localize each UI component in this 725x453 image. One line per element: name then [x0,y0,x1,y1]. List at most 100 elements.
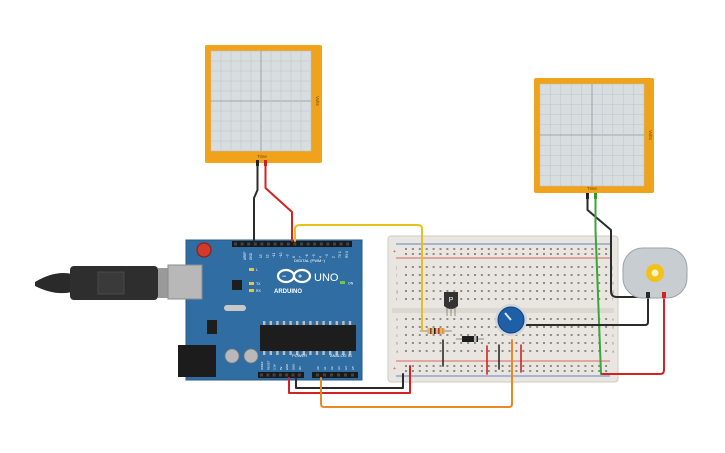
oscilloscope-1[interactable]: Volts Time [205,45,322,166]
header-pin[interactable] [253,242,257,246]
header-pin[interactable] [278,373,282,377]
breadboard-hole [584,350,587,352]
breadboard-hole [446,253,449,255]
transistor[interactable]: P [444,292,458,316]
breadboard-hole [556,282,559,284]
header-pin[interactable] [333,242,336,246]
usb-plug-grip [97,271,125,295]
breadboard-row-letter: i [396,273,397,278]
header-pin[interactable] [272,373,276,377]
wire-pin9-to-resistor[interactable] [294,224,423,332]
breadboard-row-letter: d [396,325,398,330]
oscilloscope-2-terminal-neg[interactable] [586,193,589,199]
header-pin[interactable] [247,242,251,246]
dc-motor[interactable] [622,247,688,299]
breadboard-hole [501,253,504,255]
breadboard-hole [515,298,518,300]
breadboard-hole [474,290,476,292]
header-pin[interactable] [346,242,350,246]
header-pin[interactable] [291,373,295,377]
header-pin[interactable] [260,242,264,246]
oscilloscope-2-terminal-pos[interactable] [594,193,597,199]
header-pin[interactable] [293,242,297,246]
reset-button[interactable] [196,242,212,258]
breadboard-hole [432,290,435,292]
breadboard-hole [543,290,545,292]
breadboard-hole [494,342,497,344]
header-pin[interactable] [337,373,340,377]
wire-motor-pos[interactable] [601,296,665,375]
breadboard-hole [494,298,497,300]
usb-cable[interactable] [35,266,178,300]
chip-pin [309,321,312,325]
arduino-uno[interactable]: − + UNO ARDUINO TX RX L ON DIGITAL (PWM~… [35,239,363,381]
header-pin[interactable] [297,373,301,377]
digital-header[interactable] [232,241,352,247]
breadboard-hole [474,253,476,255]
potentiometer[interactable] [495,304,527,336]
header-pin[interactable] [273,242,277,246]
breadboard-hole [494,290,497,292]
header-pin[interactable] [326,242,330,246]
oscilloscope-2[interactable]: Volts Time [534,78,654,199]
usb-b-port[interactable] [167,264,203,300]
analog-header[interactable] [312,372,358,378]
breadboard-hole [474,298,476,300]
header-pin[interactable] [319,242,323,246]
breadboard-hole [605,342,608,344]
breadboard-hole [598,290,601,292]
wire-a0-to-potentiometer[interactable] [320,339,513,408]
header-pin[interactable] [306,242,310,246]
header-pin[interactable] [285,373,289,377]
header-pin[interactable] [316,373,319,377]
header-pin[interactable] [330,373,333,377]
breadboard-hole [405,298,407,300]
breadboard-hole [549,342,552,344]
wire-5v-to-rail[interactable] [288,365,411,394]
breadboard-hole [487,365,490,367]
breadboard-hole [453,350,456,352]
header-pin[interactable] [267,242,270,246]
breadboard-hole [467,318,470,320]
header-pin[interactable] [351,373,354,377]
chip-pin [296,321,299,325]
breadboard-hole [549,266,552,268]
wire-motor-neg[interactable] [519,296,649,326]
header-pin[interactable] [344,373,347,377]
header-pin[interactable] [240,242,244,246]
breadboard-hole [474,370,476,372]
wire-scope2-gnd[interactable] [586,198,649,298]
breadboard-hole [439,274,442,276]
header-pin[interactable] [286,242,290,246]
oscilloscope-1-terminal-pos[interactable] [264,160,267,166]
diode[interactable] [456,336,484,342]
resistor[interactable] [420,328,452,334]
wire-scope1-signal[interactable] [264,165,293,242]
header-pin[interactable] [266,373,270,377]
breadboard-row-letter: j [395,265,397,270]
oscilloscope-1-terminal-neg[interactable] [256,160,259,166]
breadboard-hole [453,253,456,255]
header-pin[interactable] [323,373,326,377]
breadboard-hole [570,253,573,255]
breadboard-hole [480,326,483,328]
breadboard-hole [405,370,407,372]
motor-terminal-pos[interactable] [662,292,666,298]
breadboard-hole [425,326,428,328]
breadboard-hole [522,365,525,367]
header-pin[interactable] [313,242,317,246]
header-pin[interactable] [300,242,303,246]
breadboard-hole [446,326,449,328]
header-pin[interactable] [234,242,237,246]
header-pin[interactable] [260,373,263,377]
wire-gnd-to-rail[interactable] [295,373,404,389]
power-jack[interactable] [178,345,216,377]
motor-terminal-neg[interactable] [646,292,650,298]
wires[interactable] [253,165,665,408]
header-pin[interactable] [339,242,343,246]
header-pin[interactable] [280,242,284,246]
wire-scope1-gnd[interactable] [253,165,259,242]
oscilloscope-1-y-label: Volts [315,96,320,107]
chip-pin [289,351,292,355]
